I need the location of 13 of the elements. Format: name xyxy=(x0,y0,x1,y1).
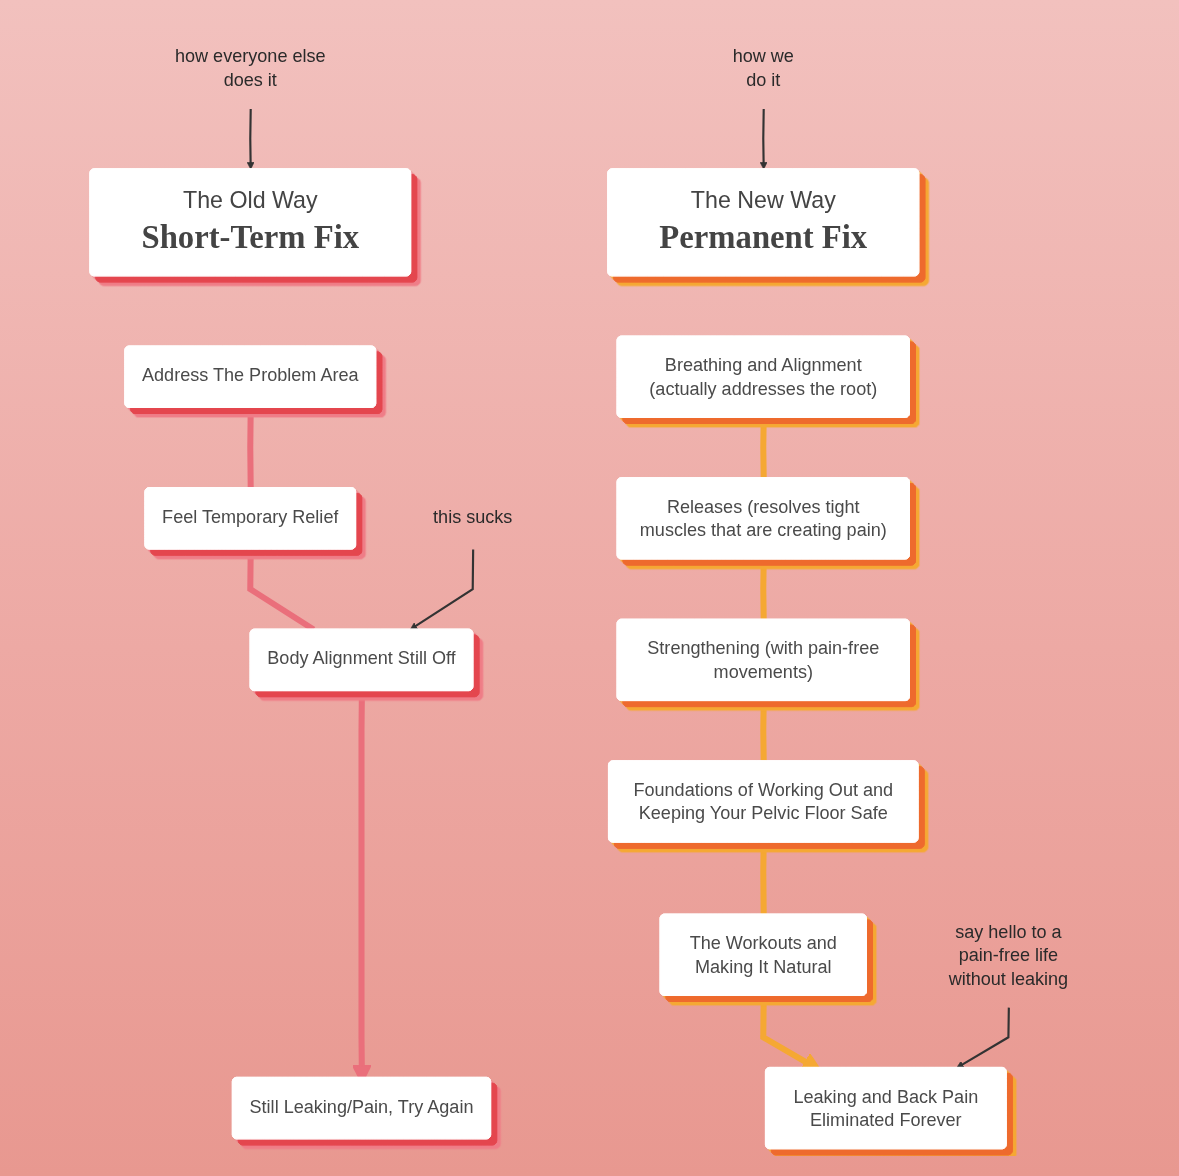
connector xyxy=(759,842,767,915)
arrow xyxy=(409,549,474,630)
node-text: this sucks xyxy=(432,506,512,527)
node-text: how we do it xyxy=(732,46,794,90)
arrow xyxy=(955,1007,1010,1069)
node-text: say hello to a pain-free life without leaking xyxy=(948,921,1068,989)
connector xyxy=(246,407,254,489)
arrow xyxy=(759,109,767,170)
node-text: how everyone else does it xyxy=(174,46,326,90)
connector xyxy=(759,417,767,479)
connector xyxy=(759,559,767,620)
connector xyxy=(759,700,767,762)
arrow xyxy=(246,109,254,170)
